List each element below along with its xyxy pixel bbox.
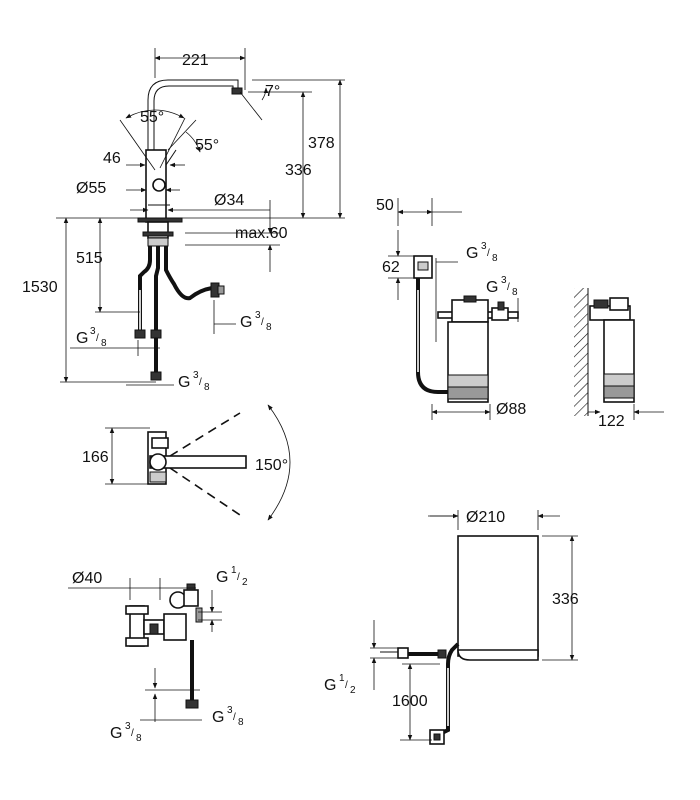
angle-valve-assembly: Ø40 G 1 / 2 G 3 / 8 G 3 / 8	[68, 565, 248, 744]
dim-filter-diameter: Ø88	[496, 401, 526, 418]
svg-text:3: 3	[481, 241, 487, 252]
svg-text:G: G	[240, 314, 252, 331]
dim-spout-height: 336	[285, 162, 312, 179]
dim-total-height: 378	[308, 135, 335, 152]
boiler-unit: Ø210 336 G 1 / 2 1600	[324, 509, 579, 745]
svg-text:3: 3	[501, 275, 507, 286]
thread-label-hose-left: G 3 / 8	[76, 326, 107, 349]
thread-label-hose-bottom: G 3 / 8	[178, 370, 210, 393]
dim-hose-short: 515	[76, 250, 103, 267]
svg-text:1: 1	[339, 673, 345, 684]
dim-boiler-diameter: Ø210	[466, 509, 505, 526]
dim-max-deck: max.60	[235, 225, 288, 242]
thread-label-boiler-supply: G 1 / 2	[324, 673, 356, 696]
faucet-spout	[147, 79, 239, 172]
svg-text:/: /	[199, 377, 202, 388]
svg-text:3: 3	[227, 705, 233, 716]
dim-swivel-right: 55°	[195, 137, 219, 154]
dim-boiler-height: 336	[552, 591, 579, 608]
dim-hose-long: 1530	[22, 279, 58, 296]
thread-label-filter-inlet: G 3 / 8	[466, 241, 498, 264]
svg-text:8: 8	[238, 717, 244, 728]
svg-text:/: /	[237, 572, 240, 583]
svg-text:G: G	[466, 245, 478, 262]
filter-wall-view: 122	[574, 288, 664, 430]
dim-filter-head-height: 62	[382, 259, 400, 276]
svg-text:3: 3	[90, 326, 96, 337]
svg-text:8: 8	[492, 253, 498, 264]
boiler-tank	[457, 535, 539, 657]
dim-mounting-hole: Ø34	[214, 192, 244, 209]
svg-text:G: G	[216, 569, 228, 586]
dim-swivel-left: 55°	[140, 109, 164, 126]
svg-text:G: G	[324, 677, 336, 694]
wall-hatch	[574, 288, 588, 416]
svg-text:8: 8	[512, 287, 518, 298]
svg-text:3: 3	[255, 310, 261, 321]
svg-text:/: /	[96, 333, 99, 344]
dim-base-diameter: Ø55	[76, 180, 106, 197]
svg-text:/: /	[487, 248, 490, 259]
dim-wall-clearance: 122	[598, 413, 625, 430]
svg-text:2: 2	[350, 685, 356, 696]
svg-text:/: /	[261, 317, 264, 328]
svg-text:8: 8	[266, 322, 272, 333]
svg-text:/: /	[507, 282, 510, 293]
svg-text:/: /	[131, 728, 134, 739]
thread-label-valve-inlet: G 1 / 2	[216, 565, 248, 588]
svg-text:2: 2	[242, 577, 248, 588]
dim-spout-tilt: 7°	[265, 83, 280, 100]
faucet-side-view: 221 7° 55° 55° 46 Ø55 Ø34 max.60	[22, 48, 345, 393]
faucet-top-view: 150° 166	[82, 404, 291, 521]
thread-label-filter-outlet: G 3 / 8	[486, 275, 518, 298]
thread-label-valve-outlet-left: G 3 / 8	[110, 721, 142, 744]
thread-label-hose-right: G 3 / 8	[240, 310, 272, 333]
svg-text:3: 3	[125, 721, 131, 732]
dim-filter-width: 50	[376, 197, 394, 214]
dim-spout-rotation: 150°	[255, 457, 288, 474]
svg-text:8: 8	[101, 338, 107, 349]
svg-text:G: G	[212, 709, 224, 726]
svg-text:G: G	[76, 330, 88, 347]
dim-valve-diameter: Ø40	[72, 570, 102, 587]
dim-handle-offset: 46	[103, 150, 121, 167]
svg-text:G: G	[486, 279, 498, 296]
svg-text:G: G	[110, 725, 122, 742]
thread-label-valve-outlet-right: G 3 / 8	[212, 705, 244, 728]
svg-text:3: 3	[193, 370, 199, 381]
svg-text:8: 8	[204, 382, 210, 393]
svg-text:8: 8	[136, 733, 142, 744]
dim-cable-length: 1600	[392, 693, 428, 710]
faucet-handle-knob	[152, 178, 166, 192]
svg-text:1: 1	[231, 565, 237, 576]
dim-spout-reach: 221	[182, 52, 209, 69]
svg-text:G: G	[178, 374, 190, 391]
svg-text:/: /	[345, 680, 348, 691]
filter-unit: 50 62 G 3 / 8 G 3 / 8 Ø88	[376, 197, 526, 420]
svg-text:/: /	[233, 712, 236, 723]
dim-top-depth: 166	[82, 449, 109, 466]
